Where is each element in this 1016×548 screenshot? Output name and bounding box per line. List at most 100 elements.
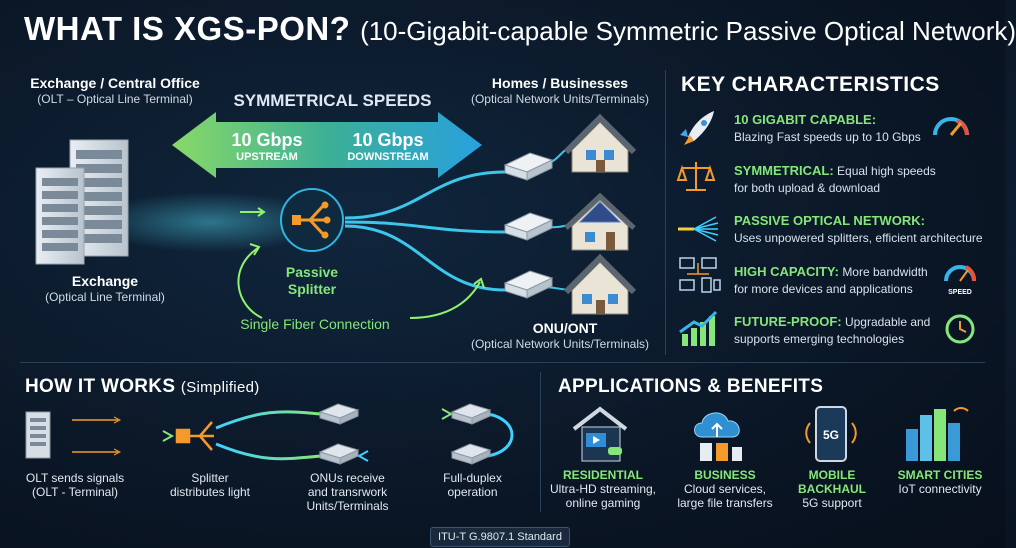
how-step-line1: Splitter [191,471,229,485]
application-label: BACKHAUL [798,482,866,496]
city-icon [906,407,969,461]
application-desc: online gaming [565,496,641,510]
application-label: RESIDENTIAL [562,468,643,482]
olt-server-icon [25,411,51,459]
characteristic-text: More bandwidth for more devices and appl… [734,265,928,296]
characteristic-item: FUTURE-PROOF: Upgradable and supports em… [734,313,944,348]
symmetrical-speeds-title: SYMMETRICAL SPEEDS [233,91,432,110]
characteristic-key: HIGH CAPACITY: [734,264,839,279]
application-desc: large file transfers [677,496,773,510]
clock-icon [945,314,975,344]
devices-icon [679,257,721,293]
characteristic-item: 10 GIGABIT CAPABLE: Blazing Fast speeds … [734,111,944,146]
home-entertainment-icon [572,406,628,462]
upstream-block: 10 Gbps UPSTREAM [222,130,312,163]
title-main: WHAT IS XGS-PON? [24,10,351,47]
growth-chart-icon [679,310,718,346]
characteristic-text: Blazing Fast speeds up to 10 Gbps [734,130,921,144]
speedometer-icon [933,117,969,136]
divider [20,362,985,363]
downstream-label: DOWNSTREAM [347,151,429,163]
upstream-speed: 10 Gbps [231,130,303,150]
onu-device-icon [318,403,492,465]
symmetrical-arrow [172,112,482,178]
standard-badge: ITU-T G.9807.1 Standard [430,527,570,547]
upstream-label: UPSTREAM [236,151,298,163]
how-step: Full-duplex operation [425,471,520,499]
characteristic-item: HIGH CAPACITY: More bandwidth for more d… [734,263,944,298]
house-icon [564,192,636,251]
application-desc: 5G support [802,496,862,510]
onu-device-icon [503,152,554,299]
how-step-line2: (OLT - Terminal) [31,485,118,499]
how-it-works-title-main: HOW IT WORKS [25,376,176,397]
downstream-speed: 10 Gbps [352,130,424,150]
exchange-bottom-title: Exchange [71,273,139,289]
applications-icons: 5G [572,406,969,462]
onu-subtitle: (Optical Network Units/Terminals) [470,337,650,351]
speed-gauge-icon: SPEED [944,265,977,296]
characteristic-key: FUTURE-PROOF: [734,314,842,329]
application-item: BUSINESS Cloud services, large file tran… [670,468,780,510]
how-step-line2: operation [447,485,498,499]
how-step-line2: distributes light [169,485,251,499]
exchange-top-subtitle: (OLT – Optical Line Terminal) [37,92,193,106]
how-it-works-title-suffix: (Simplified) [180,379,260,396]
application-item: MOBILE BACKHAUL 5G support [787,468,877,510]
divider [665,70,666,355]
5g-badge-text: 5G [823,428,839,442]
characteristic-item: PASSIVE OPTICAL NETWORK: Uses unpowered … [734,212,994,247]
how-step-line3: Units/Terminals [306,499,389,513]
splitter-label: Passive Splitter [272,264,352,298]
characteristic-key: SYMMETRICAL: [734,163,834,178]
speed-badge-text: SPEED [948,289,972,296]
title-subtitle: (10-Gigabit-capable Symmetric Passive Op… [360,16,1016,46]
application-label: MOBILE [808,468,856,482]
homes-top-title: Homes / Businesses [491,75,629,91]
exchange-top-title: Exchange / Central Office [30,75,200,91]
how-step: OLT sends signals (OLT - Terminal) [15,471,135,499]
onu-title: ONU/ONT [532,320,598,336]
how-it-works-diagram [25,403,514,465]
characteristic-text: Upgradable and supports emerging technol… [734,315,931,346]
key-characteristics-title: KEY CHARACTERISTICS [681,73,940,96]
characteristic-text: Uses unpowered splitters, efficient arch… [734,231,983,245]
application-desc: IoT connectivity [898,482,982,496]
olt-server-icon [35,139,129,265]
application-desc: Cloud services, [683,482,767,496]
how-step-line1: OLT sends signals [25,471,125,485]
how-step-line2: and transrwork [307,485,388,499]
mobile-5g-icon: 5G [805,406,857,462]
how-step-line1: ONUs receive [310,471,385,485]
applications-title: APPLICATIONS & BENEFITS [558,376,824,397]
application-item: SMART CITIES IoT connectivity [885,468,995,496]
rocket-icon [680,111,714,145]
splitter-label-line1: Passive [285,264,339,280]
how-step: ONUs receive and transrwork Units/Termin… [290,471,405,513]
house-icon [563,113,637,173]
single-fiber-label: Single Fiber Connection [240,316,390,332]
house-icon [563,253,637,315]
fiber-icon [678,216,719,242]
characteristic-key: 10 GIGABIT CAPABLE: [734,112,877,127]
scale-icon [676,162,716,191]
downstream-block: 10 Gbps DOWNSTREAM [338,130,438,163]
page-title: WHAT IS XGS-PON? (10-Gigabit-capable Sym… [24,10,1016,48]
exchange-bottom-subtitle: (Optical Line Terminal) [45,290,165,304]
application-item: RESIDENTIAL Ultra-HD streaming, online g… [548,468,658,510]
homes-top-subtitle: (Optical Network Units/Terminals) [470,92,650,106]
key-characteristics-icons: SPEED [676,111,977,346]
splitter-label-line2: Splitter [287,281,337,297]
divider [540,372,541,512]
characteristic-item: SYMMETRICAL: Equal high speeds for both … [734,162,944,197]
splitter-icon [175,421,214,451]
how-it-works-title: HOW IT WORKS (Simplified) [25,376,260,398]
xgs-pon-diagram [35,112,637,319]
characteristic-key: PASSIVE OPTICAL NETWORK: [734,213,925,228]
application-label: BUSINESS [694,468,756,482]
cloud-upload-icon [694,412,742,461]
characteristic-text: Equal high speeds for both upload & down… [734,164,936,195]
application-desc: Ultra-HD streaming, [549,482,657,496]
how-step: Splitter distributes light [160,471,260,499]
application-label: SMART CITIES [897,468,983,482]
